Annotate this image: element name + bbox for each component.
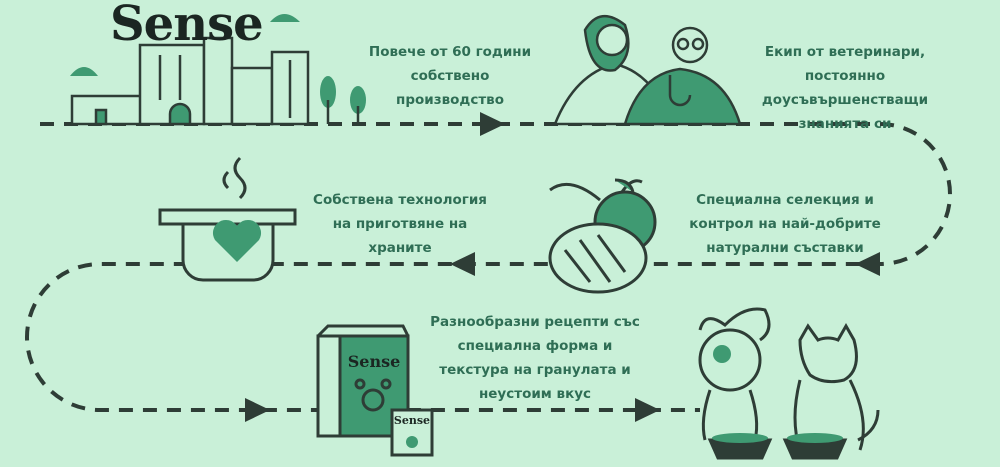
step-5-text: Разнообразни рецепти със специална форма… xyxy=(430,314,640,402)
cooking-pot-icon xyxy=(158,156,297,282)
arrow-left-icon xyxy=(855,252,880,276)
food-package-icon xyxy=(316,324,434,457)
arrow-right-icon xyxy=(245,398,270,422)
step-4-text: Специална селекция и контрол на най-добр… xyxy=(689,192,881,256)
step-2-text: Екип от ветеринари, постоянно доусъвърше… xyxy=(761,44,929,132)
ingredients-icon xyxy=(548,178,657,294)
factory-icon xyxy=(70,14,366,126)
bag-label: Sense xyxy=(347,352,401,371)
arrow-right-icon xyxy=(635,398,660,422)
step-3-text: Собствена технология на приготвяне на хр… xyxy=(313,192,487,256)
arrow-right-icon xyxy=(480,112,505,136)
arrow-left-icon xyxy=(450,252,475,276)
step-1-text: Повече от 60 години собствено производст… xyxy=(368,44,532,108)
veterinarians-icon xyxy=(553,15,742,126)
can-label: Sense xyxy=(393,414,431,427)
pets-icon xyxy=(698,307,880,460)
brand-logo: Sense xyxy=(110,0,264,52)
dashed-path xyxy=(25,122,952,412)
